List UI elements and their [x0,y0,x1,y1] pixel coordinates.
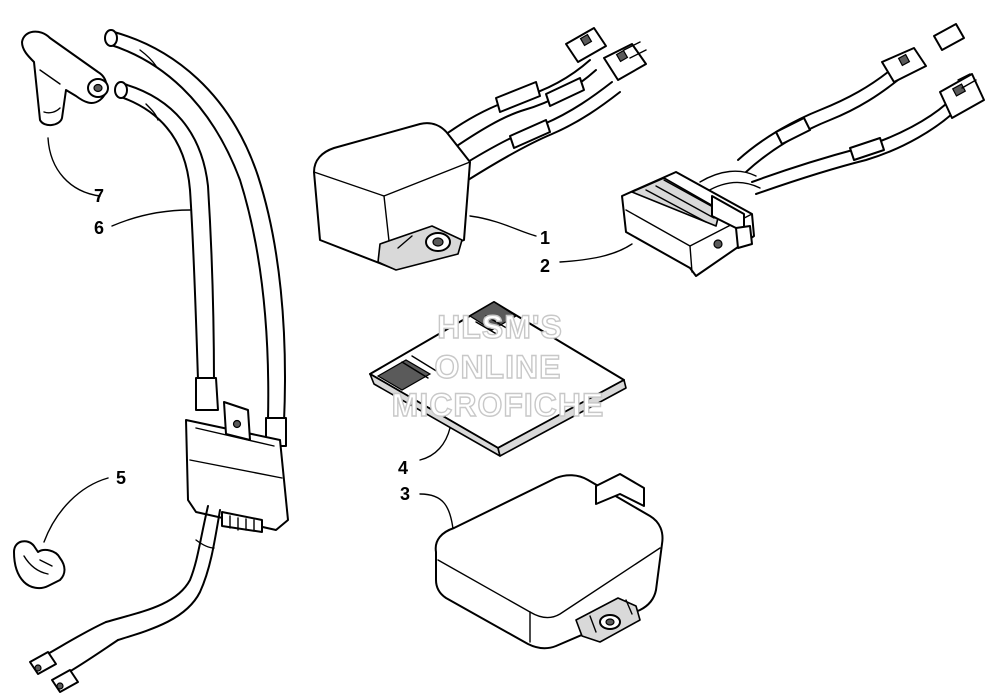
callout-4: 4 [398,458,408,478]
spark-plug-cap[interactable] [21,30,109,126]
watermark-line-2: ONLINE [435,349,562,385]
callout-labels: 1 2 3 4 5 6 7 [94,186,550,504]
callout-5: 5 [116,468,126,488]
ignition-coil[interactable] [29,29,289,693]
watermark: HLSM'S ONLINE MICROFICHE [391,308,605,423]
cdi-module[interactable] [313,27,647,271]
callout-7: 7 [94,186,104,206]
watermark-line-1: HLSM'S [437,309,563,345]
wire-clip[interactable] [13,540,66,590]
callout-6: 6 [94,218,104,238]
callout-1: 1 [540,228,550,248]
callout-3: 3 [400,484,410,504]
voltage-regulator[interactable] [621,23,985,277]
pad-card[interactable] [369,301,627,457]
watermark-line-3: MICROFICHE [392,387,605,423]
control-module[interactable] [434,473,664,650]
callout-2: 2 [540,256,550,276]
